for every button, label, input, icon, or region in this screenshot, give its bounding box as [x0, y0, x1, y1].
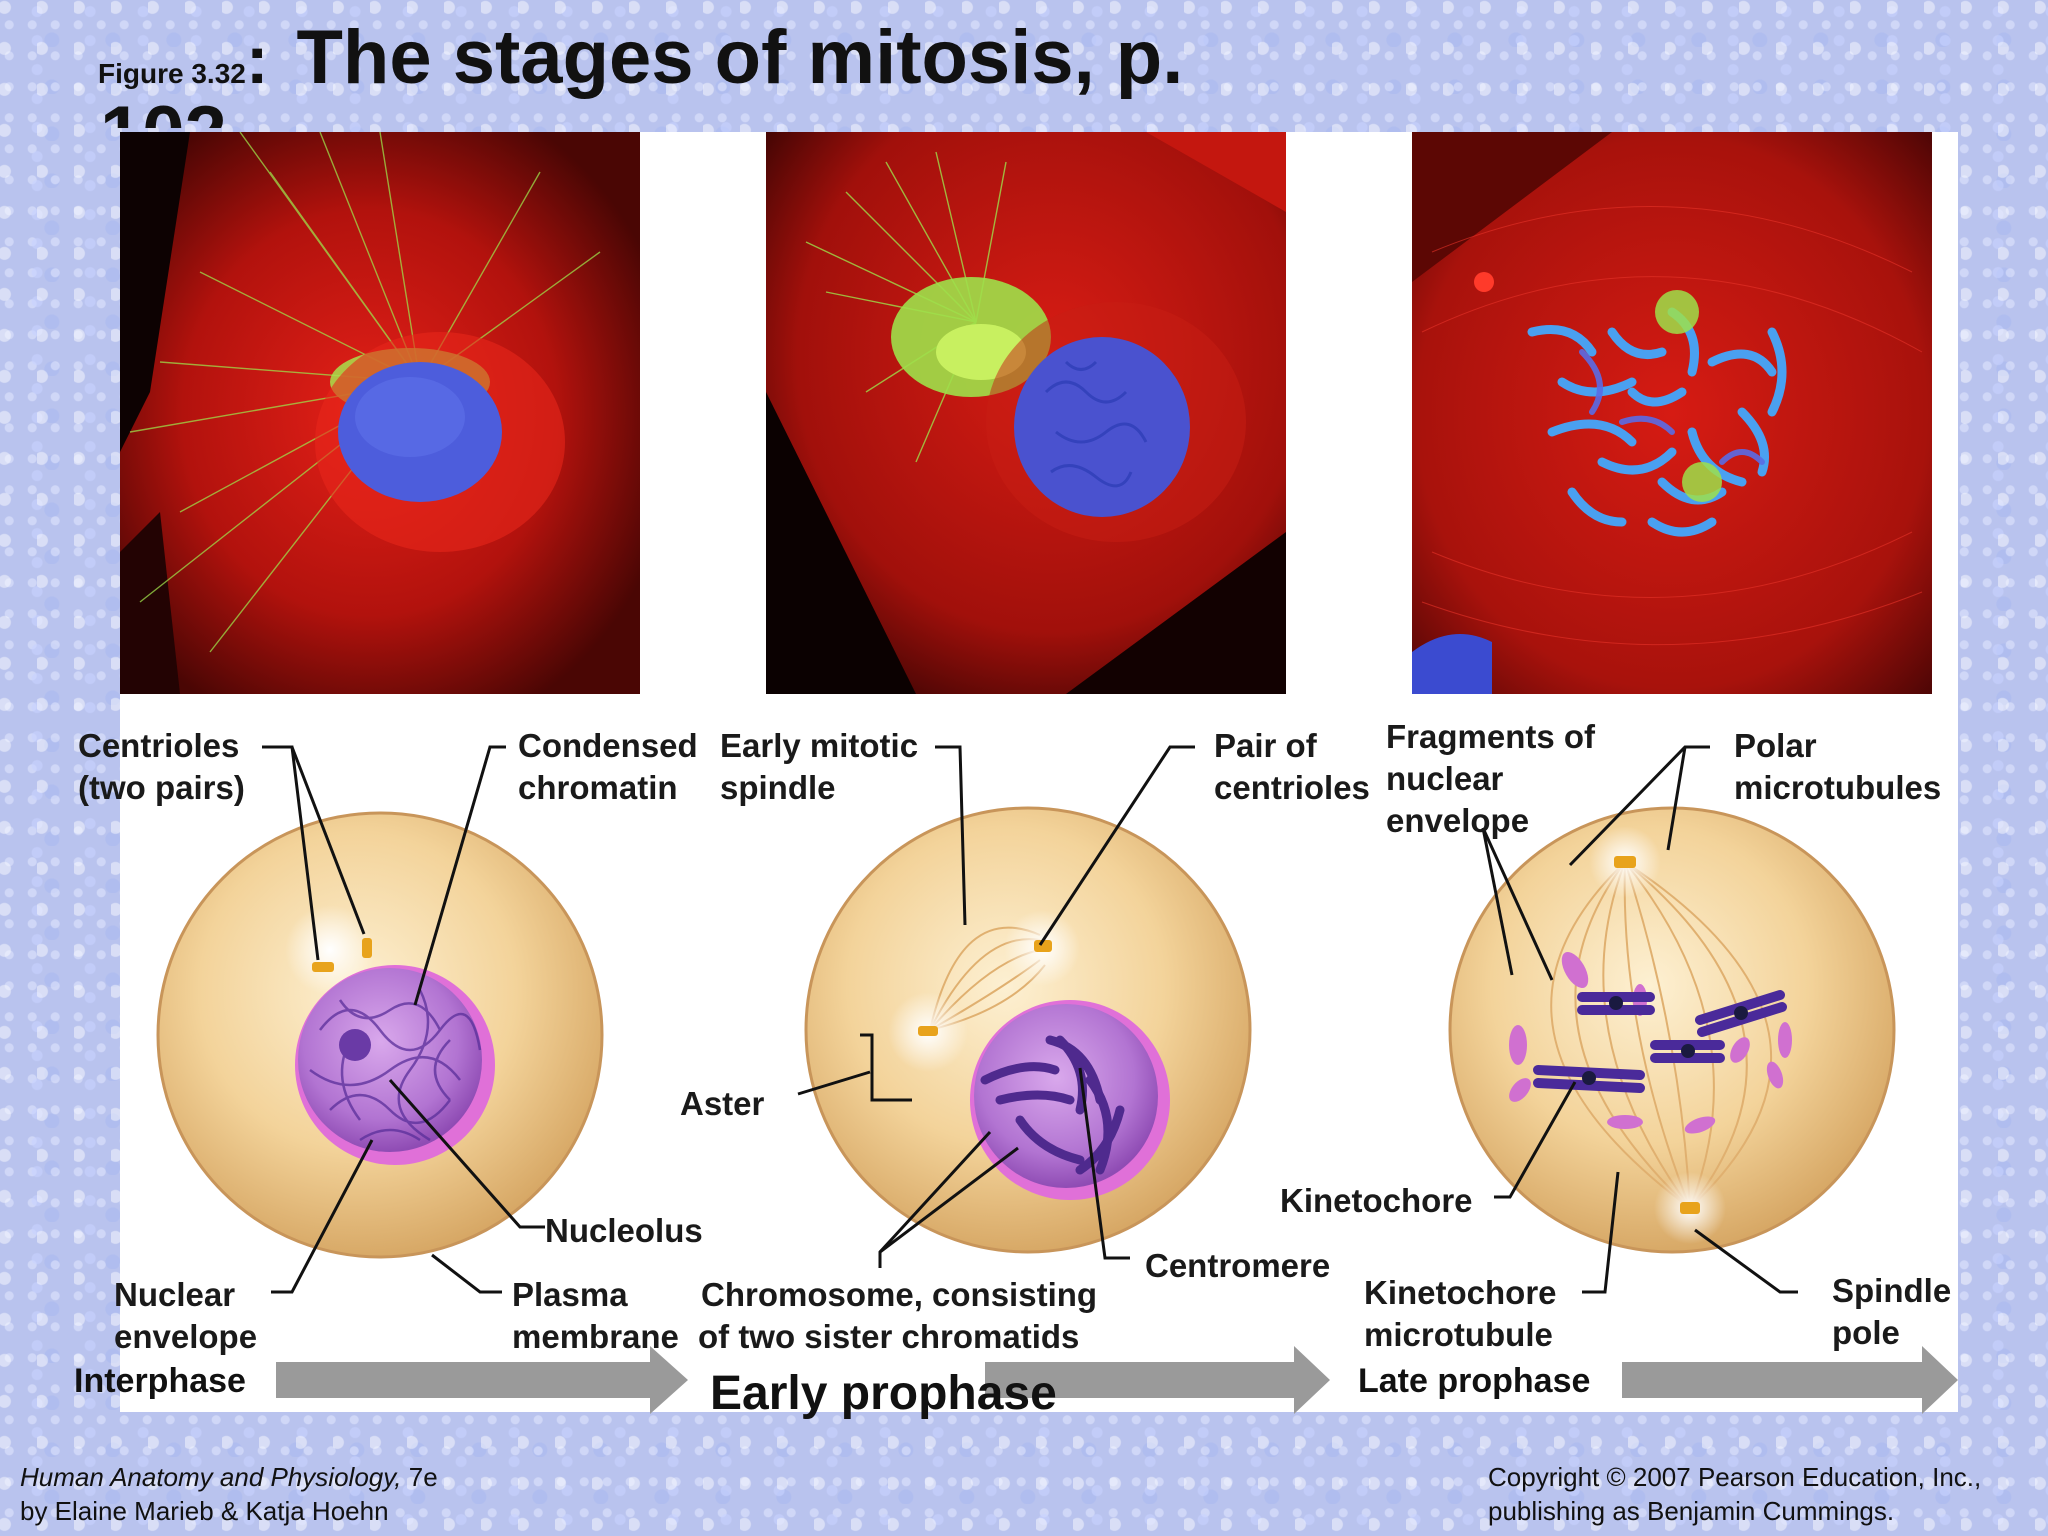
- centriole-icon: [918, 1026, 938, 1036]
- label-polar-microtubules: Polar microtubules: [1734, 727, 1942, 806]
- late-prophase-cell: [1448, 806, 1896, 1254]
- label-nuclear-envelope: Nuclear envelope: [114, 1276, 258, 1355]
- book-title: Human Anatomy and Physiology,: [20, 1462, 402, 1492]
- title-colon: :: [245, 22, 269, 98]
- label-early-mitotic-spindle: Early mitotic spindle: [720, 727, 919, 806]
- book-authors: by Elaine Marieb & Katja Hoehn: [20, 1496, 389, 1526]
- label-centromere: Centromere: [1145, 1247, 1331, 1284]
- label-pair-of-centrioles: Pair of centrioles: [1214, 727, 1370, 806]
- footer-copyright: Copyright © 2007 Pearson Education, Inc.…: [1488, 1460, 1981, 1528]
- label-fragments-nuclear-envelope: Fragments of nuclear envelope: [1386, 718, 1596, 839]
- nucleolus-icon: [339, 1029, 371, 1061]
- label-aster: Aster: [680, 1085, 765, 1122]
- early-prophase-cell: [804, 806, 1252, 1254]
- stage-early-prophase: Early prophase: [710, 1367, 1057, 1420]
- label-nucleolus: Nucleolus: [545, 1212, 703, 1249]
- title-text: The stages of mitosis, p.: [296, 15, 1184, 100]
- stage-late-prophase: Late prophase: [1358, 1362, 1591, 1400]
- footer-citation: Human Anatomy and Physiology, 7e by Elai…: [20, 1460, 438, 1528]
- label-spindle-pole: Spindle pole: [1832, 1272, 1952, 1351]
- micrograph-early-prophase: [766, 132, 1286, 694]
- spindle-pole-icon: [1614, 856, 1636, 868]
- book-edition: 7e: [401, 1462, 438, 1492]
- publisher-line: publishing as Benjamin Cummings.: [1488, 1496, 1895, 1526]
- interphase-cell: [156, 811, 604, 1259]
- label-kinetochore-microtubule: Kinetochore microtubule: [1364, 1274, 1557, 1353]
- label-condensed-chromatin: Condensed chromatin: [518, 727, 698, 806]
- micrograph-interphase: [120, 132, 640, 694]
- centriole-icon: [1034, 940, 1052, 952]
- centriole-icon: [312, 962, 334, 972]
- stage-arrows: [276, 1346, 1958, 1414]
- stage-interphase: Interphase: [74, 1362, 246, 1400]
- figure-label: Figure 3.32: [98, 58, 246, 89]
- copyright-line: Copyright © 2007 Pearson Education, Inc.…: [1488, 1462, 1982, 1492]
- label-plasma-membrane: Plasma membrane: [512, 1276, 679, 1355]
- spindle-pole-icon: [1680, 1202, 1700, 1214]
- slide-title: Figure 3.32: The stages of mitosis, p.: [98, 14, 1183, 101]
- label-chromosome: Chromosome, consisting of two sister chr…: [698, 1276, 1098, 1355]
- centriole-icon: [362, 938, 372, 958]
- label-centrioles: Centrioles (two pairs): [78, 727, 245, 806]
- label-kinetochore: Kinetochore: [1280, 1182, 1473, 1219]
- title-continued: 102: [100, 96, 227, 128]
- micrograph-late-prophase: [1412, 132, 1932, 694]
- leader-lines: [262, 745, 1798, 1294]
